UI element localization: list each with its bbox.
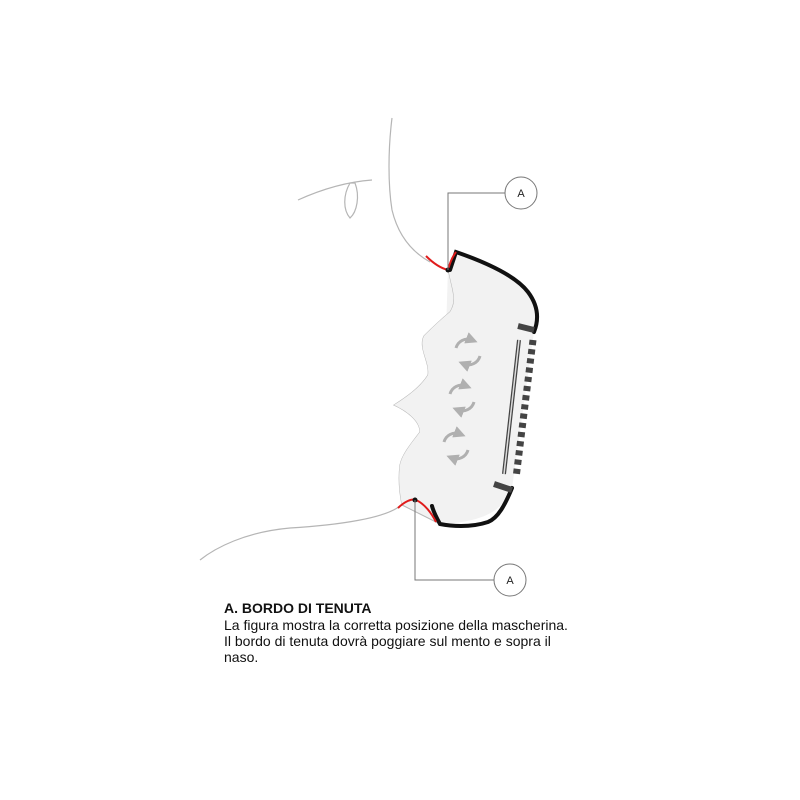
filter-frame-top [517,323,535,333]
callout-bottom: A [412,497,527,597]
chin-neck-line [199,505,401,561]
airflow-cycle-icon [454,332,482,372]
filter-panel [493,323,537,493]
forehead-nose-line [388,117,431,263]
filter-bar [522,394,530,401]
callout-bottom-circle [493,563,527,597]
caption-line-3: naso. [224,649,259,665]
caption-title: A. BORDO DI TENUTA [224,600,372,616]
callout-top-label: A [517,188,525,200]
airflow-cycle-icon [448,378,476,418]
filter-bar [524,376,532,383]
eyebrow-line [297,179,373,201]
caption-line-1: La figura mostra la corretta posizione d… [224,617,568,633]
filter-bar [528,339,537,346]
eye-shape [344,182,359,219]
filter-bar [520,403,529,410]
filter-bar [513,468,521,475]
mask-outline [430,249,540,528]
filter-bar [525,367,534,374]
filter-bar [523,385,531,392]
filter-bars [513,339,537,475]
filter-bar [515,449,523,456]
filter-frame-bottom [493,481,513,493]
airflow-cycle-icon [442,426,470,466]
filter-bar [526,357,535,364]
callout-bottom-label: A [506,575,514,587]
filter-bar [514,459,522,466]
filter-bar [518,422,527,429]
callout-bottom-leader [414,500,494,581]
filter-bar [517,431,526,438]
callout-top-leader [447,192,505,270]
caption: A. BORDO DI TENUTA La figura mostra la c… [224,600,604,665]
face-profile [199,117,431,561]
filter-bar [527,348,536,355]
filter-inner-rod-highlight [503,339,520,475]
callout-top: A [445,176,538,273]
callout-top-circle [504,176,538,210]
caption-line-2: Il bordo di tenuta dovrà poggiare sul me… [224,633,551,649]
filter-bar [516,440,525,447]
filter-bar [519,413,528,420]
